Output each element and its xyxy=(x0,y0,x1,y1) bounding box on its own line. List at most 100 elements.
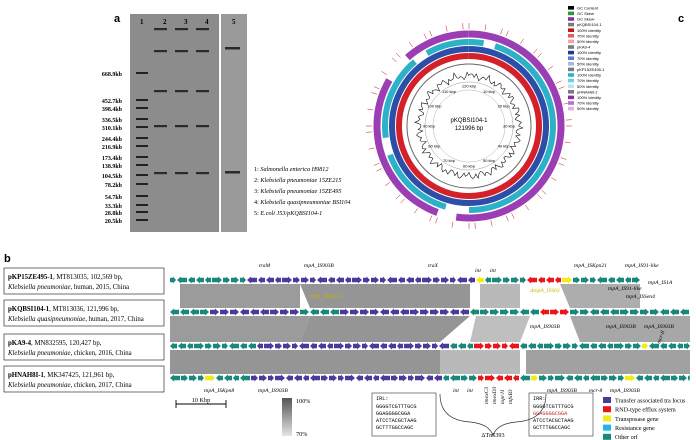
plasmid-name: pKA9-4 xyxy=(8,340,32,347)
gene-labels-row2: tnpA_ISKpn21 ΔtnpA_IS903 tnpA_IS91-like … xyxy=(310,280,673,300)
ring-gap xyxy=(412,50,429,65)
homology-block xyxy=(480,284,520,308)
plasmid-box: pKP15ZE495-1, MT813035, 102,569 bp, Kleb… xyxy=(3,267,165,295)
gene-arrow xyxy=(562,276,572,284)
homology-block xyxy=(440,350,520,374)
gene-arrow xyxy=(632,276,640,284)
gel-band xyxy=(175,125,188,128)
ring-tick-label: 120 kbp xyxy=(462,84,477,89)
legend-c-swatch xyxy=(568,56,574,60)
size-marker: 216.9kb xyxy=(102,145,123,151)
gene-arrow xyxy=(415,374,425,382)
ring-tick-label: 110 kbp xyxy=(442,89,457,94)
gene-arrow xyxy=(653,374,659,382)
gene-arrow xyxy=(460,308,469,316)
ring-pkqbsi104 xyxy=(395,53,542,199)
svg-text:pKQBSI104-1, MT813036, 121,996: pKQBSI104-1, MT813036, 121,996 bp, xyxy=(8,306,119,313)
gene-arrow xyxy=(620,308,629,316)
gene-arrow xyxy=(625,342,632,350)
gene-arrow xyxy=(190,308,199,316)
gene-arrow xyxy=(373,374,379,382)
gene-arrow xyxy=(345,342,352,350)
irr-seq-line: GCTTTGGCCAGC xyxy=(533,425,570,431)
legend-c-label: pKQBSI104-1 xyxy=(577,22,602,27)
irl-box: IRL: GGGGTCGTTTGCG GGAGGGGCGGA ATCCTACGC… xyxy=(371,392,437,437)
irr-seq-line: GGGGTCGTTTGCG xyxy=(533,404,573,410)
gel-band xyxy=(136,219,148,221)
size-marker: 310.1kb xyxy=(102,126,123,132)
gene-arrow xyxy=(642,342,648,350)
irr-seq-line: GGAGGGGCGGA xyxy=(533,411,568,417)
gel-band xyxy=(196,50,209,53)
gel-band xyxy=(136,118,148,120)
ring-tick-label: 50 kbp xyxy=(483,158,496,163)
gene-arrow xyxy=(301,276,309,284)
feature-tick xyxy=(391,57,397,62)
feature-tick xyxy=(551,177,557,181)
gene-label: tnpA_IS91-like xyxy=(608,286,642,292)
gene-arrow xyxy=(572,342,578,350)
gene-arrow xyxy=(240,342,247,350)
legend-c-label: 50% identity xyxy=(577,84,599,89)
gel-band xyxy=(136,156,148,158)
gene-arrow xyxy=(671,374,678,382)
gene-arrow xyxy=(614,342,624,350)
feature-tick xyxy=(560,157,567,160)
feature-tick xyxy=(505,30,509,37)
gene-label: tnpA_ISKpn21 xyxy=(310,294,343,300)
gene-label: tnpA_IS903B xyxy=(606,324,636,330)
gene-arrow xyxy=(420,308,429,316)
legend-c-swatch xyxy=(568,106,574,111)
circular-map-name: pKQBSI104-1 xyxy=(450,118,488,124)
legend-c-label: pKA9-4 xyxy=(577,45,591,50)
gene-arrow xyxy=(406,276,414,284)
feature-tick xyxy=(384,182,391,187)
gene-arrow xyxy=(625,276,631,284)
gene-arrow xyxy=(310,374,320,382)
gene-arrow xyxy=(300,308,309,316)
feature-tick xyxy=(376,168,382,172)
gc-content-track xyxy=(414,71,524,180)
feature-tick xyxy=(505,215,509,222)
ring-tick-label: 30 kbp xyxy=(503,124,516,129)
gel-band xyxy=(136,195,148,197)
gene-arrow xyxy=(329,374,337,382)
legend-c-swatch xyxy=(568,39,574,44)
feature-tick xyxy=(558,162,565,166)
legend-c-label: pHNAH8I-1 xyxy=(577,89,598,94)
gene-arrow xyxy=(537,342,543,350)
gene-arrow xyxy=(257,342,263,350)
circular-map-size: 121996 bp xyxy=(455,126,484,132)
gene-arrow xyxy=(380,374,390,382)
gene-arrow xyxy=(205,342,212,350)
gene-arrow xyxy=(423,342,431,350)
feature-tick xyxy=(373,162,380,166)
gene-arrow xyxy=(310,276,316,284)
gene-arrow xyxy=(590,308,599,316)
legend-c-label: 100% identity xyxy=(577,73,601,78)
panel-c-letter: c xyxy=(678,13,684,25)
gel-image xyxy=(130,14,247,232)
gene-arrow xyxy=(268,374,274,382)
gel-band xyxy=(154,90,167,93)
gene-arrow xyxy=(216,374,223,382)
gene-arrow xyxy=(660,342,667,350)
plasmid-detail: , chicken, 2016, China xyxy=(70,350,131,357)
gene-arrow xyxy=(328,276,335,284)
gene-arrow xyxy=(362,342,368,350)
legend-a-item: 4: Klebsiella quasipneumoniae BSI104 xyxy=(254,199,350,206)
gene-arrow xyxy=(566,374,573,382)
gene-arrow xyxy=(356,374,363,382)
size-marker: 668.9kb xyxy=(102,72,123,78)
scale-label: 10 Kbp xyxy=(192,397,210,404)
gene-arrow-tracks xyxy=(170,276,690,382)
gene-arrow xyxy=(677,342,683,350)
legend-c-swatch xyxy=(568,17,574,21)
gene-arrow xyxy=(290,308,299,316)
gene-arrow xyxy=(500,308,509,316)
gene-label: mcr-8 xyxy=(589,388,602,394)
gene-arrow xyxy=(340,308,349,316)
legend-c-swatch xyxy=(568,11,574,16)
irl-seq-line: GGGGTCGTTTGCG xyxy=(376,404,416,410)
gene-arrow xyxy=(520,308,529,316)
